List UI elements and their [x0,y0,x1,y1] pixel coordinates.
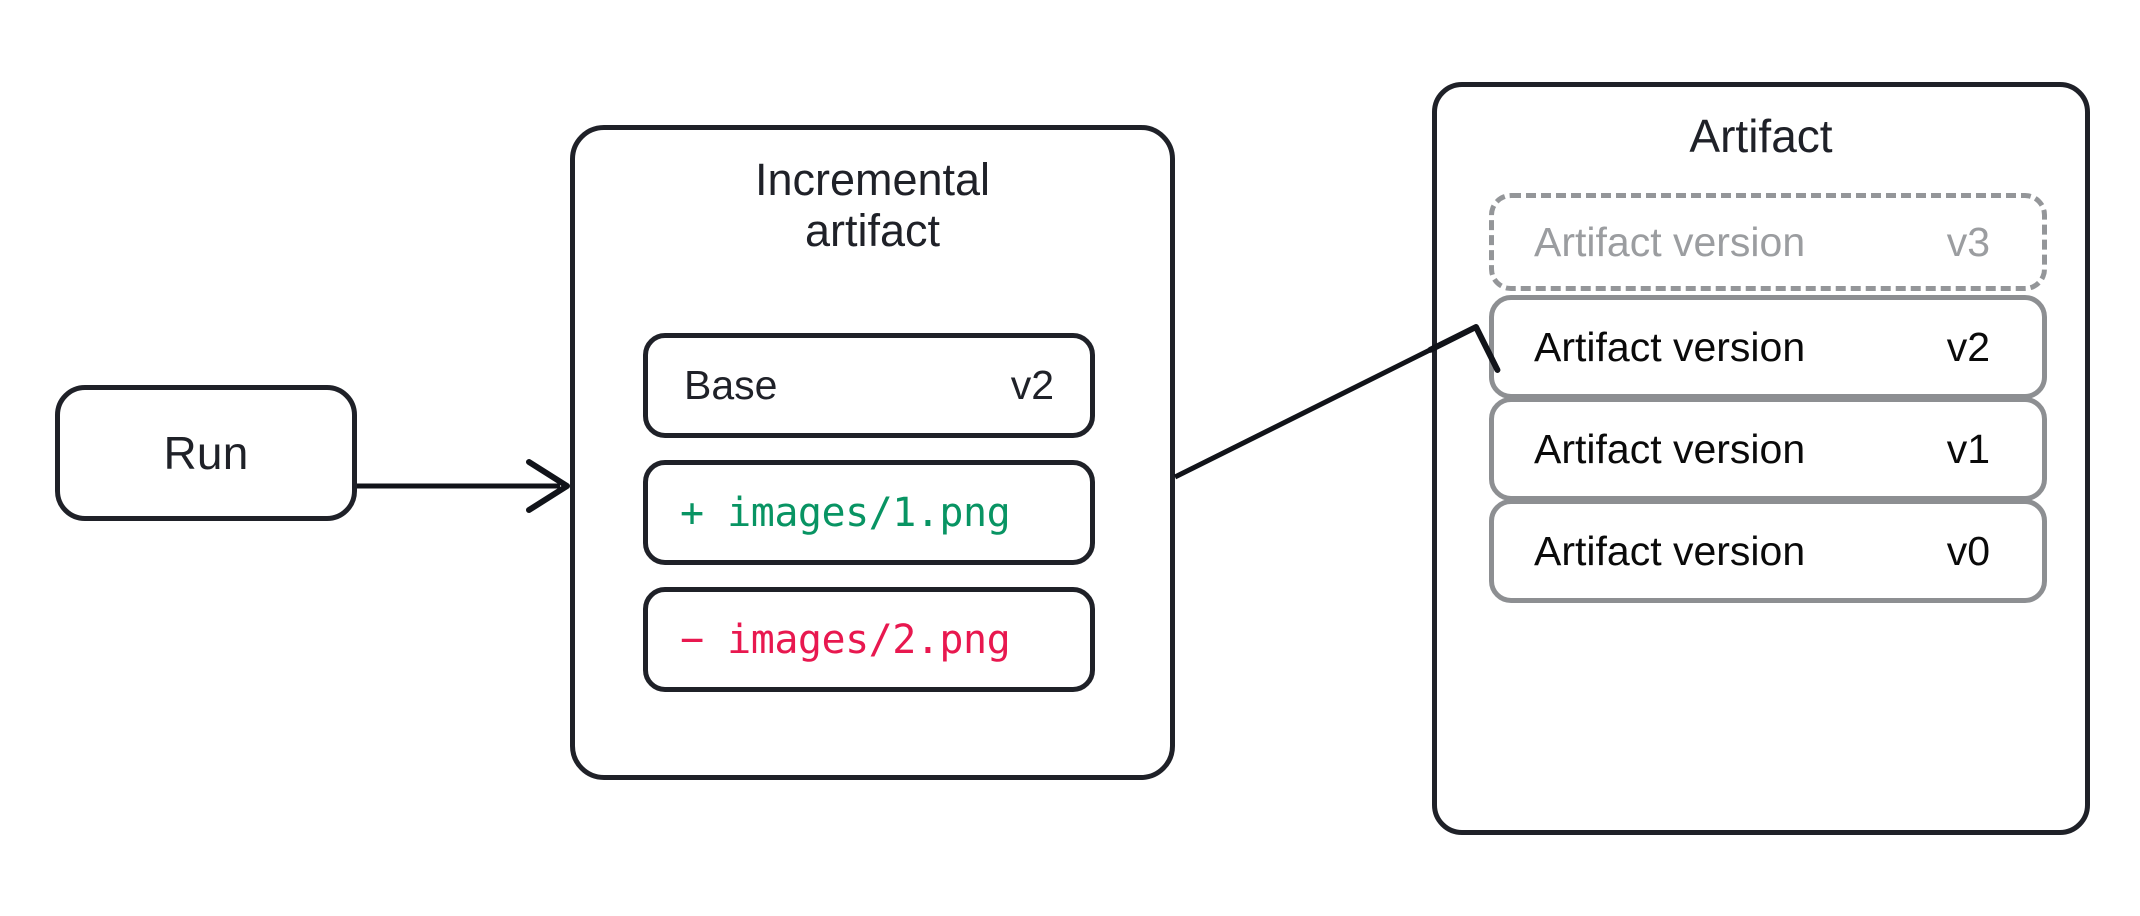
incremental-row-removed-file[interactable]: − images/2.png [643,587,1095,692]
artifact-version-row-v2-label: Artifact version [1534,323,1806,370]
incremental-row-added-file[interactable]: + images/1.png [643,460,1095,565]
artifact-version-row-v0[interactable]: Artifact version v0 [1489,499,2047,603]
artifact-title: Artifact [1689,110,1833,162]
artifact-version-row-v1[interactable]: Artifact version v1 [1489,397,2047,501]
artifact-version-row-v3-version: v3 [1946,218,1990,265]
artifact-version-row-v2-version: v2 [1946,323,1990,370]
incremental-artifact-title: Incremental artifact [575,154,1170,257]
incremental-row-added-file-text: + images/1.png [680,489,1011,536]
artifact-version-row-v1-version: v1 [1946,425,1990,472]
incremental-artifact-title-line2: artifact [804,205,941,257]
run-label: Run [163,427,249,479]
artifact-version-row-v3[interactable]: Artifact version v3 [1489,193,2047,291]
incremental-row-base[interactable]: Base v2 [643,333,1095,438]
incremental-artifact-panel[interactable]: Incremental artifact Base v2 + images/1.… [570,125,1175,780]
run-node[interactable]: Run [55,385,357,521]
incremental-row-base-name: Base [684,362,778,408]
incremental-artifact-title-line1: Incremental [754,154,991,205]
arrow-run-to-incremental [357,459,570,513]
artifact-version-row-v2[interactable]: Artifact version v2 [1489,295,2047,399]
artifact-panel[interactable]: Artifact Artifact version v3 Artifact ve… [1432,82,2090,835]
artifact-version-row-v0-label: Artifact version [1534,527,1806,574]
incremental-row-removed-file-text: − images/2.png [680,616,1011,663]
artifact-version-row-v3-label: Artifact version [1534,218,1806,265]
artifact-version-row-v0-version: v0 [1946,527,1990,574]
artifact-version-row-v1-label: Artifact version [1534,425,1806,472]
incremental-row-base-version: v2 [1010,362,1054,408]
